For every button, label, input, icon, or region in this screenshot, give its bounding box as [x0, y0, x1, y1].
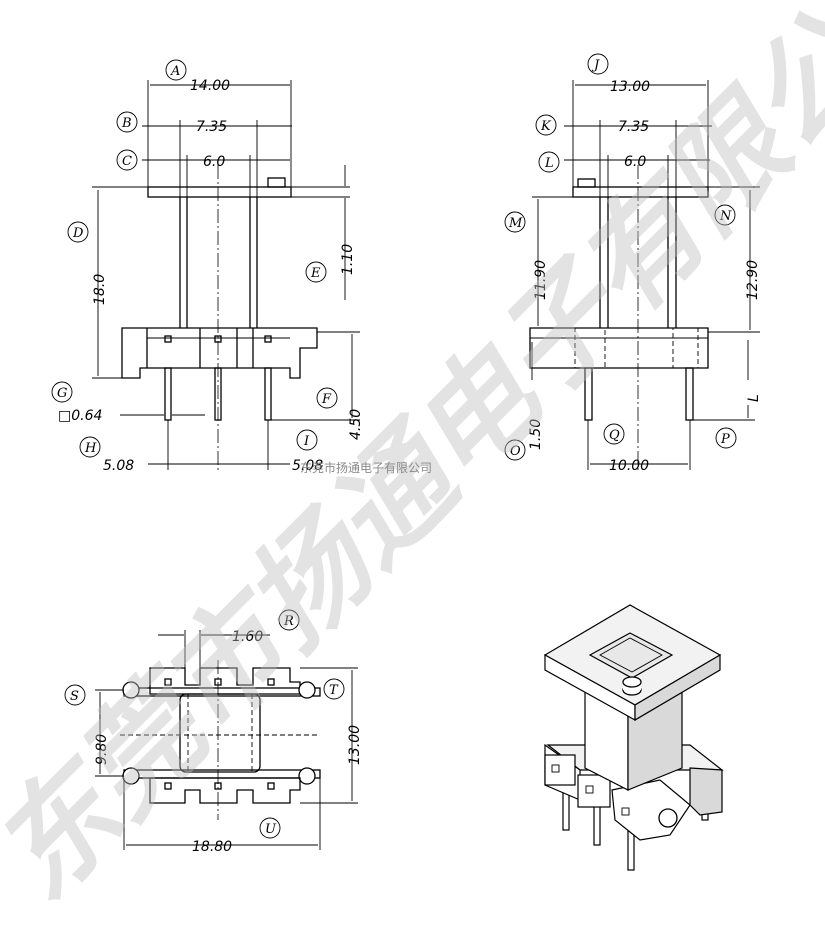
isometric-view	[543, 604, 724, 871]
side-pin-1	[584, 367, 593, 421]
svg-text:P: P	[720, 432, 730, 447]
label-f: F	[316, 387, 338, 409]
svg-text:F: F	[321, 392, 332, 407]
label-p: P	[715, 427, 737, 449]
label-d: D	[67, 221, 89, 243]
front-base	[121, 327, 318, 379]
front-pin-1	[164, 367, 172, 421]
label-h: H	[79, 436, 101, 458]
dim-j-value: 13.00	[610, 79, 650, 95]
svg-text:T: T	[329, 683, 339, 698]
label-j: J	[587, 53, 609, 75]
svg-text:U: U	[265, 822, 277, 837]
dim-m-value: 11.90	[533, 260, 549, 300]
front-top-pin-stub	[267, 177, 286, 188]
dim-d-value: 18.0	[92, 274, 108, 305]
svg-text:B: B	[121, 116, 132, 131]
dim-b-value: 7.35	[196, 119, 227, 135]
dim-h-value: 5.08	[103, 458, 134, 474]
label-i: I	[296, 429, 318, 451]
front-pin-3	[264, 367, 272, 421]
dim-c-value: 6.0	[203, 154, 225, 170]
dim-i-value: 5.08	[292, 458, 323, 474]
label-g: G	[51, 381, 73, 403]
svg-text:I: I	[303, 434, 310, 449]
svg-text:O: O	[510, 444, 521, 459]
dim-n-value: 12.90	[745, 260, 761, 300]
side-view: 13.00 7.35 6.0 11.90 12.90 1.50 L 10.00	[504, 53, 762, 474]
svg-text:G: G	[57, 386, 67, 401]
label-k: K	[535, 114, 557, 136]
label-n: N	[714, 204, 736, 226]
bottom-core-window	[179, 693, 261, 773]
svg-text:H: H	[84, 441, 97, 456]
dim-r-value: 1.60	[232, 629, 263, 645]
dim-u-value: 18.80	[192, 839, 232, 855]
label-e: E	[305, 261, 327, 283]
bottom-view: 1.60 9.80 13.00 18.80 R S T U	[64, 609, 363, 855]
svg-text:C: C	[122, 154, 132, 169]
dim-p-value: L	[746, 394, 762, 402]
label-u: U	[259, 817, 281, 839]
svg-text:D: D	[72, 226, 84, 241]
dim-o-value: 1.50	[528, 419, 544, 450]
svg-text:M: M	[508, 216, 523, 231]
side-top-flange	[572, 186, 709, 198]
dim-k-value: 7.35	[618, 119, 649, 135]
dim-l-value: 6.0	[624, 154, 646, 170]
svg-text:Q: Q	[609, 428, 620, 443]
svg-text:N: N	[719, 209, 732, 224]
side-base	[529, 327, 709, 369]
label-o: O	[504, 439, 526, 461]
watermark-small-text: 东莞市扬通电子有限公司	[300, 460, 432, 475]
dim-e-value: 1.10	[340, 244, 356, 275]
dim-f-value: 4.50	[348, 409, 364, 440]
svg-text:S: S	[70, 689, 79, 704]
label-c: C	[116, 149, 138, 171]
svg-text:E: E	[310, 266, 321, 281]
dim-q-value: 10.00	[609, 458, 649, 474]
label-l: L	[538, 151, 560, 173]
label-a: A	[165, 59, 187, 81]
dim-t-value: 13.00	[347, 725, 363, 765]
front-view: 14.00 7.35 6.0 18.0 1.10 4.50 □0.64	[51, 59, 364, 474]
svg-text:K: K	[540, 119, 552, 134]
front-top-flange	[147, 186, 292, 198]
front-pin-2	[214, 367, 222, 421]
label-m: M	[504, 211, 526, 233]
label-r: R	[278, 609, 300, 631]
dim-a-value: 14.00	[190, 78, 230, 94]
svg-text:L: L	[544, 156, 554, 171]
dim-g-value: □0.64	[58, 408, 102, 424]
svg-text:R: R	[283, 614, 294, 629]
label-b: B	[116, 111, 138, 133]
svg-text:A: A	[170, 64, 180, 79]
dim-s-value: 9.80	[94, 734, 110, 765]
label-s: S	[64, 684, 86, 706]
side-pin-2	[685, 367, 694, 421]
svg-text:J: J	[591, 58, 600, 73]
label-t: T	[323, 678, 345, 700]
label-q: Q	[603, 423, 625, 445]
